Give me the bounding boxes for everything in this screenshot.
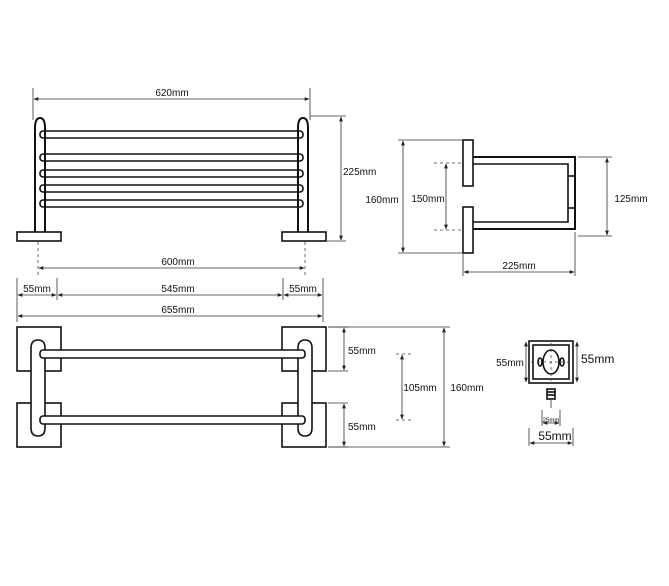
top-bar-back bbox=[39, 415, 306, 425]
top-bar-front bbox=[39, 349, 306, 359]
dim-top-overall-depth: 160mm bbox=[450, 383, 483, 394]
dim-top-bar-spacing: 105mm bbox=[403, 383, 436, 394]
dim-left-flange: 55mm bbox=[23, 284, 51, 295]
side-plate-top bbox=[462, 139, 474, 187]
front-view: 620mm 225mm 600mm 55mm 545mm 55mm 655mm bbox=[16, 88, 376, 322]
dim-plate-height-right: 55mm bbox=[581, 352, 614, 366]
dim-front-height: 225mm bbox=[343, 167, 376, 178]
dim-right-flange: 55mm bbox=[289, 284, 317, 295]
top-view: 55mm 55mm 105mm 160mm bbox=[16, 326, 484, 448]
plate-detail: 55mm 55mm 25mm 55mm bbox=[496, 340, 614, 446]
dim-top-flange-top: 55mm bbox=[348, 346, 376, 357]
dim-middle-span: 545mm bbox=[161, 284, 194, 295]
side-view: 160mm 150mm 125mm 225mm bbox=[365, 139, 648, 276]
dim-side-overall-height: 160mm bbox=[365, 195, 398, 206]
dim-plate-height-left: 55mm bbox=[496, 358, 524, 369]
left-foot bbox=[16, 231, 62, 242]
top-post-right bbox=[297, 339, 313, 437]
top-post-left bbox=[30, 339, 46, 437]
dim-side-bar-height: 125mm bbox=[614, 194, 647, 205]
dim-top-flange-bottom: 55mm bbox=[348, 422, 376, 433]
right-foot bbox=[281, 231, 327, 242]
side-bar-profile bbox=[473, 156, 576, 230]
side-plate-bottom bbox=[462, 206, 474, 254]
dim-side-mount-height: 150mm bbox=[411, 194, 444, 205]
screw bbox=[546, 388, 556, 400]
dim-bar-span: 600mm bbox=[161, 257, 194, 268]
dim-front-width: 620mm bbox=[155, 88, 188, 99]
dim-plate-width: 55mm bbox=[538, 429, 571, 443]
dim-side-depth: 225mm bbox=[502, 261, 535, 272]
front-bars bbox=[39, 130, 304, 208]
left-post bbox=[34, 116, 46, 232]
right-post bbox=[297, 116, 309, 232]
dim-screw-size: 25mm bbox=[543, 418, 560, 424]
dim-overall-width: 655mm bbox=[161, 305, 194, 316]
